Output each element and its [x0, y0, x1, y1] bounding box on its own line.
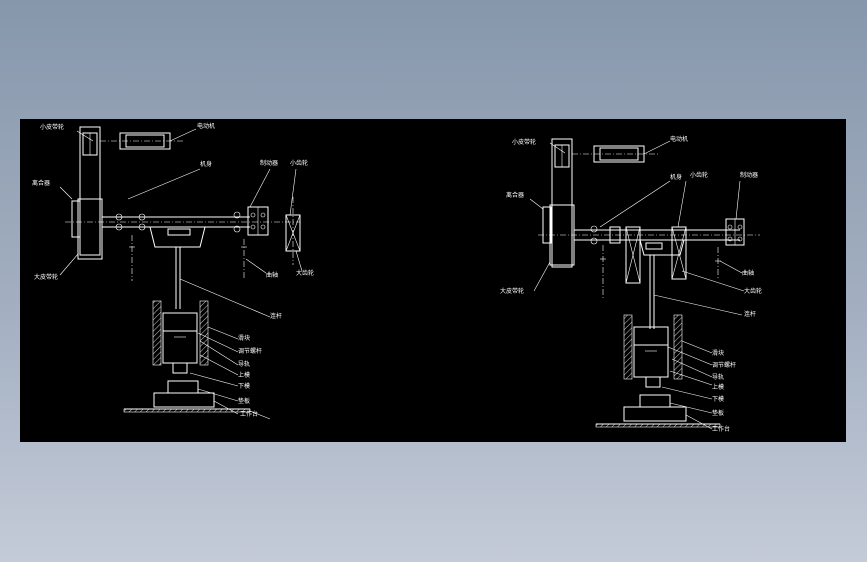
left-label-adjust-screw: 调节螺杆	[238, 347, 262, 355]
right-label-brake: 制动器	[740, 171, 758, 179]
left-label-connecting-rod: 连杆	[270, 312, 282, 320]
left-label-worktable: 工作台	[240, 410, 258, 418]
right-upper-die	[645, 376, 661, 388]
right-guide-left	[623, 314, 633, 380]
right-label-crankshaft: 曲轴	[742, 269, 754, 277]
left-base-plate	[153, 392, 215, 408]
left-slider	[162, 312, 198, 364]
right-belt	[551, 138, 573, 268]
right-label-motor: 电动机	[670, 135, 688, 143]
left-upper-die	[172, 362, 188, 374]
left-lower-die	[167, 380, 199, 394]
right-label-clutch: 离合器	[506, 191, 524, 199]
right-guide-right	[673, 314, 683, 380]
right-label-guide: 导轨	[712, 373, 724, 381]
left-label-small-pulley: 小皮带轮	[40, 123, 64, 131]
left-gear	[285, 214, 301, 252]
right-label-small-pulley: 小皮带轮	[512, 138, 536, 146]
left-label-large-pulley: 大皮带轮	[34, 273, 58, 281]
left-label-base-plate: 垫板	[238, 397, 250, 405]
right-label-lower-die: 下模	[712, 395, 724, 403]
left-label-slider: 滑块	[238, 334, 250, 342]
left-label-guide: 导轨	[238, 360, 250, 368]
right-slider	[633, 326, 669, 378]
left-belt	[79, 126, 101, 256]
left-label-small-gear: 小齿轮	[290, 159, 308, 167]
right-large-gear	[671, 226, 687, 280]
left-leader-body	[127, 168, 201, 200]
left-label-motor: 电动机	[197, 122, 215, 130]
right-small-gear	[625, 226, 641, 284]
cad-drawing-viewport[interactable]: 小皮带轮 电动机 离合器 机身 制动器 小齿轮 大皮带轮 曲轴 大齿轮 连杆 滑…	[20, 119, 846, 442]
left-label-clutch: 离合器	[32, 179, 50, 187]
right-label-base-plate: 垫板	[712, 409, 724, 417]
left-guide-left	[152, 300, 162, 366]
right-label-upper-die: 上模	[712, 383, 724, 391]
right-label-adjust-screw: 调节螺杆	[712, 361, 736, 369]
right-lower-die	[639, 394, 671, 408]
left-clutch	[71, 200, 81, 238]
right-label-small-gear: 小齿轮	[690, 171, 708, 179]
right-press-diagram: 小皮带轮 电动机 离合器 机身 小齿轮 制动器 大皮带轮 曲轴 大齿轮 连杆 滑…	[500, 135, 762, 433]
left-guide-right	[199, 300, 209, 366]
left-press-diagram: 小皮带轮 电动机 离合器 机身 制动器 小齿轮 大皮带轮 曲轴 大齿轮 连杆 滑…	[32, 122, 314, 420]
left-label-crankshaft: 曲轴	[266, 271, 278, 279]
left-large-pulley	[77, 198, 103, 260]
left-label-body: 机身	[200, 160, 212, 168]
right-base-plate	[623, 406, 687, 422]
right-label-worktable: 工作台	[712, 425, 730, 433]
right-label-large-pulley: 大皮带轮	[500, 287, 524, 295]
left-label-lower-die: 下模	[238, 382, 250, 390]
left-label-large-gear: 大齿轮	[296, 269, 314, 277]
right-label-body: 机身	[670, 173, 682, 181]
right-label-large-gear: 大齿轮	[744, 287, 762, 295]
right-label-connecting-rod: 连杆	[744, 310, 756, 318]
right-label-slider: 滑块	[712, 349, 724, 357]
right-clutch	[542, 206, 552, 244]
left-label-brake: 制动器	[260, 159, 278, 167]
left-label-upper-die: 上模	[238, 371, 250, 379]
cad-drawing-canvas: 小皮带轮 电动机 离合器 机身 制动器 小齿轮 大皮带轮 曲轴 大齿轮 连杆 滑…	[32, 122, 762, 433]
